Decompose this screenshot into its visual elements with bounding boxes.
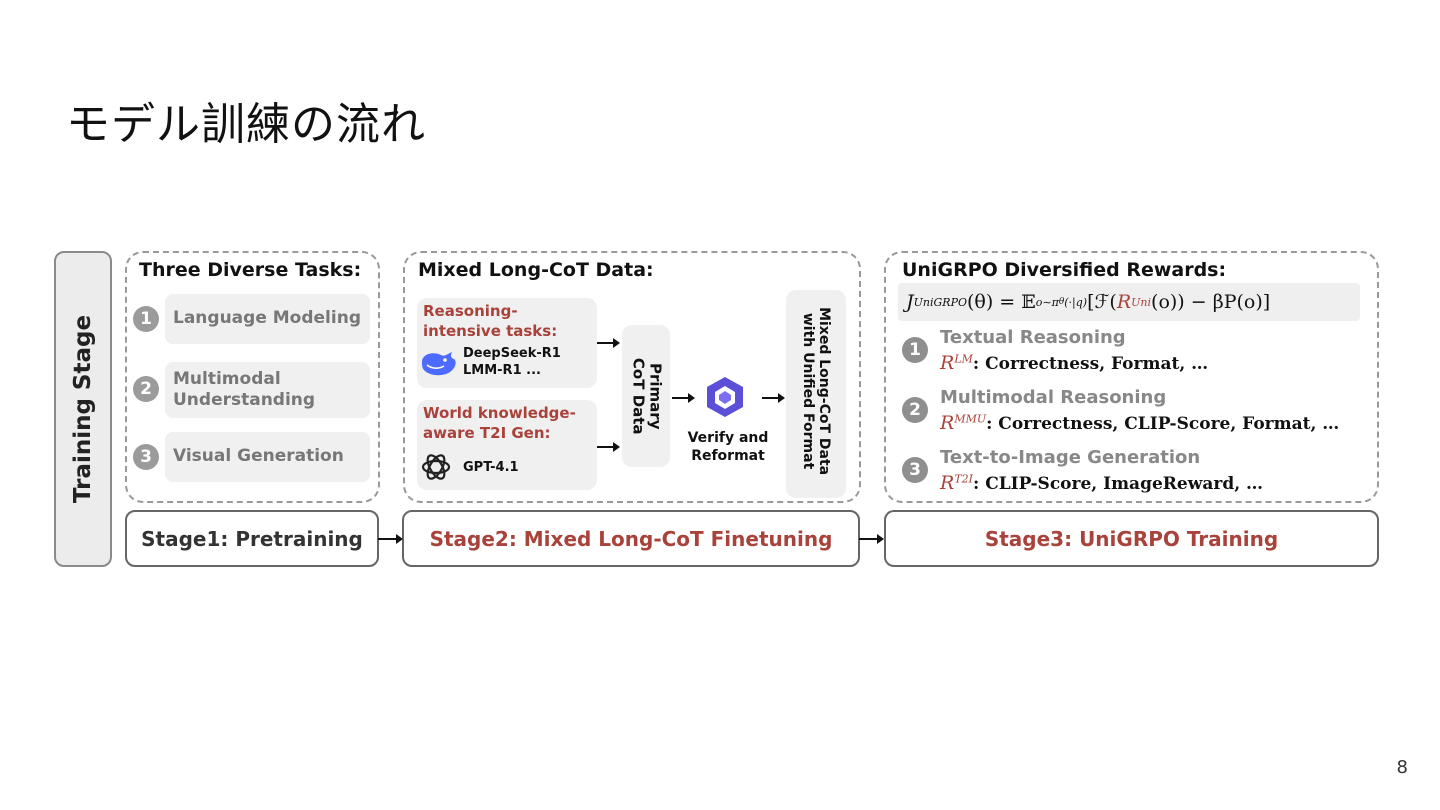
stage3-box: Stage3: UniGRPO Training — [884, 510, 1379, 567]
verify-reformat-label: Verify and Reformat — [687, 430, 769, 464]
reward-3-title: Text-to-Image Generation — [940, 447, 1201, 468]
arrow-stage2-to-stage3 — [859, 534, 884, 544]
reward-2-terms: : Correctness, CLIP-Score, Format, … — [986, 414, 1340, 434]
reward-3-badge: 3 — [902, 457, 928, 483]
reward-1-terms: : Correctness, Format, … — [972, 354, 1209, 374]
reward-3-symbol: R — [940, 472, 955, 494]
t2i-source-model: GPT-4.1 — [463, 460, 519, 475]
objective-bracket: [ℱ( — [1087, 291, 1117, 313]
reward-2-formula: RMMU: Correctness, CLIP-Score, Format, … — [940, 412, 1339, 434]
mixed-cot-output-label: Mixed Long-CoT Data with Unified Format — [800, 307, 833, 476]
task-language-modeling: Language Modeling — [165, 294, 370, 344]
t2i-source-card: World knowledge- aware T2I Gen: GPT-4.1 — [417, 400, 597, 490]
openai-logo-icon — [419, 450, 453, 488]
stage3-heading: UniGRPO Diversified Rewards: — [902, 259, 1227, 281]
reward-1-symbol: R — [940, 352, 955, 374]
arrow-stage1-to-stage2 — [378, 534, 403, 544]
task-1-badge: 1 — [133, 306, 159, 332]
reasoning-source-title: Reasoning- intensive tasks: — [423, 302, 558, 340]
reward-2-symbol: R — [940, 412, 955, 434]
mixed-cot-output-box: Mixed Long-CoT Data with Unified Format — [786, 290, 846, 498]
stage2-label: Stage2: Mixed Long-CoT Finetuning — [429, 526, 833, 551]
task-multimodal-understanding: Multimodal Understanding — [165, 362, 370, 418]
objective-r-sup: Uni — [1131, 295, 1152, 309]
reasoning-source-models: DeepSeek-R1 LMM-R1 ... — [463, 346, 561, 378]
reasoning-source-card: Reasoning- intensive tasks: DeepSeek-R1 … — [417, 298, 597, 388]
reward-1-badge: 1 — [902, 337, 928, 363]
primary-cot-box: Primary CoT Data — [622, 325, 670, 467]
reward-3-terms: : CLIP-Score, ImageReward, … — [973, 474, 1264, 494]
primary-cot-label: Primary CoT Data — [629, 357, 665, 435]
task-visual-generation: Visual Generation — [165, 432, 370, 482]
stage2-heading: Mixed Long-CoT Data: — [418, 259, 654, 281]
reward-3-formula: RT2I: CLIP-Score, ImageReward, … — [940, 472, 1263, 494]
arrow-source2-to-primary — [597, 442, 620, 452]
objective-exp-sub3: (·|q) — [1064, 295, 1088, 309]
training-stage-box: Training Stage — [54, 251, 112, 567]
objective-j-sub: UniGRPO — [913, 295, 967, 309]
qwen-logo-icon — [702, 374, 748, 424]
objective-exp-sub: o∼π — [1035, 295, 1059, 309]
stage1-label: Stage1: Pretraining — [141, 526, 363, 551]
arrow-verify-to-output — [762, 393, 785, 403]
t2i-source-title: World knowledge- aware T2I Gen: — [423, 404, 576, 442]
task-3-badge: 3 — [133, 444, 159, 470]
reward-3-sup: T2I — [954, 472, 973, 486]
reward-1-title: Textual Reasoning — [940, 327, 1126, 348]
objective-r: R — [1116, 291, 1132, 313]
reward-2-badge: 2 — [902, 397, 928, 423]
stage2-box: Stage2: Mixed Long-CoT Finetuning — [402, 510, 860, 567]
reward-2-title: Multimodal Reasoning — [940, 387, 1167, 408]
slide-title: モデル訓練の流れ — [66, 99, 426, 150]
reward-1-sup: LM — [954, 352, 973, 366]
page-number: 8 — [1396, 757, 1408, 778]
stage1-heading: Three Diverse Tasks: — [139, 259, 362, 281]
objective-arg: (θ) = 𝔼 — [967, 291, 1036, 313]
objective-exp-sub2: θ — [1058, 297, 1065, 307]
objective-rest: (o)) − βP(o)] — [1151, 291, 1271, 313]
arrow-primary-to-verify — [672, 393, 695, 403]
deepseek-whale-icon — [419, 348, 459, 382]
reward-1-formula: RLM: Correctness, Format, … — [940, 352, 1208, 374]
stage1-box: Stage1: Pretraining — [125, 510, 379, 567]
stage3-label: Stage3: UniGRPO Training — [984, 526, 1279, 551]
objective-j: J — [906, 291, 914, 313]
arrow-source1-to-primary — [597, 338, 620, 348]
reward-2-sup: MMU — [954, 412, 987, 426]
task-2-badge: 2 — [133, 376, 159, 402]
training-stage-label: Training Stage — [70, 314, 96, 504]
